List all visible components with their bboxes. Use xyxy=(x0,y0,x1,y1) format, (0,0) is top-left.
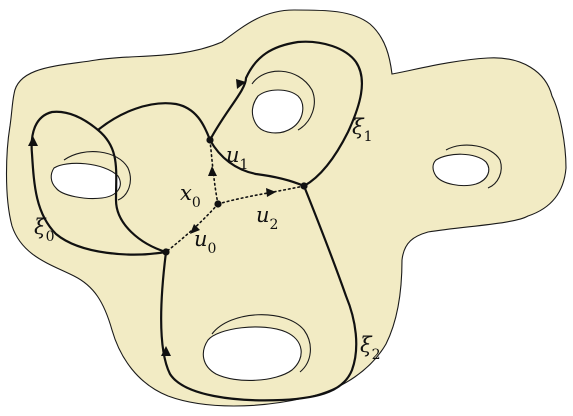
hole-bottom xyxy=(202,314,311,381)
point-u0-end xyxy=(162,248,170,256)
hole-top xyxy=(251,70,315,134)
arrow-u1 xyxy=(208,166,217,176)
label-x0: x0 xyxy=(180,181,201,211)
path-u2 xyxy=(217,185,305,205)
loop-xi0-upper xyxy=(97,102,212,141)
label-u1: u1 xyxy=(226,143,248,173)
surface-region xyxy=(5,9,567,407)
arrow-xi1 xyxy=(236,79,246,89)
label-xi2: ξ2 xyxy=(360,333,381,363)
hole-right xyxy=(432,144,502,189)
point-x0 xyxy=(214,200,222,208)
point-u1-end xyxy=(206,136,214,144)
hole-left xyxy=(50,151,131,201)
point-u2-end xyxy=(300,182,308,190)
loop-xi2 xyxy=(160,185,358,402)
arrow-xi2 xyxy=(161,346,171,356)
arrow-u0 xyxy=(190,224,200,234)
label-xi0: ξ0 xyxy=(34,215,55,245)
arrow-u2 xyxy=(266,188,276,197)
label-u0: u0 xyxy=(194,227,216,257)
path-u1 xyxy=(209,139,219,205)
label-xi1: ξ1 xyxy=(352,115,373,145)
label-u2: u2 xyxy=(256,203,278,233)
loop-xi1 xyxy=(208,40,364,188)
arrow-xi0 xyxy=(28,136,38,146)
loop-xi0 xyxy=(30,110,168,256)
